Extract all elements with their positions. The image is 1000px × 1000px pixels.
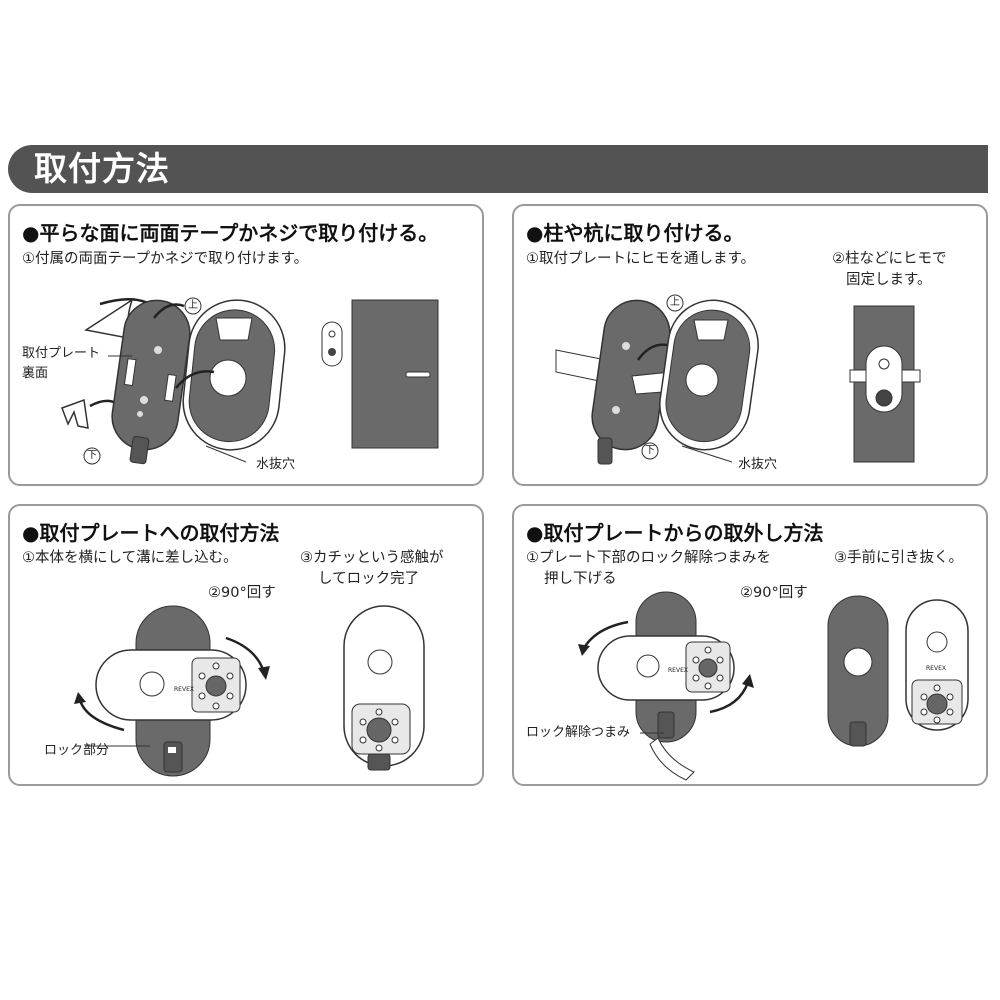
brand-label-4a: REVEX bbox=[668, 662, 688, 679]
brand-label-4b: REVEX bbox=[926, 660, 946, 677]
